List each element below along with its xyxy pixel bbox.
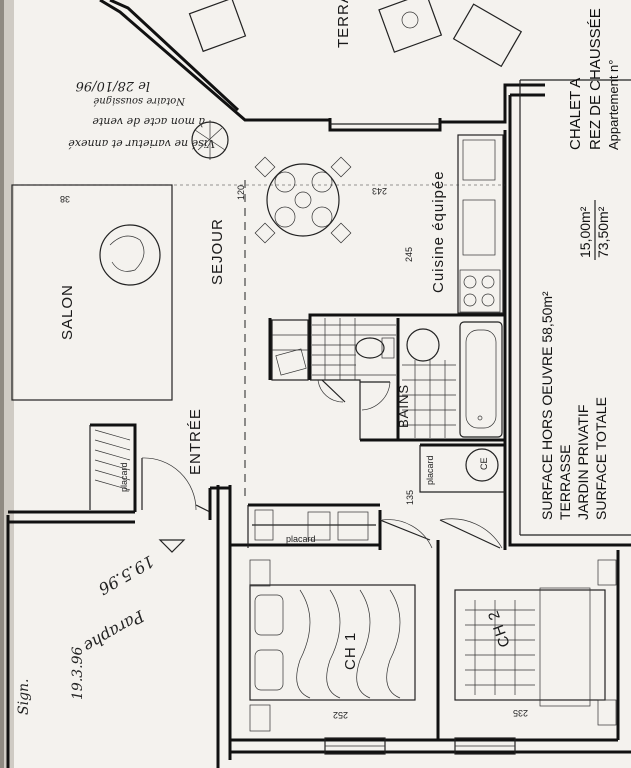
terrasse-value: 15,00m² xyxy=(577,206,593,258)
label-ce: CE xyxy=(479,457,489,470)
ch1-bed xyxy=(249,559,416,732)
room-label-entry: ENTRÉE xyxy=(187,408,204,475)
jardin-value: 73,50m² xyxy=(595,206,611,258)
note-4: Sign. xyxy=(16,679,32,716)
notary-stamp: Visé ne varietur et annexé à mon acte de… xyxy=(68,78,215,150)
binding-edge xyxy=(0,0,4,768)
entry-arrow xyxy=(158,539,186,553)
notary-line-1: Visé ne varietur et annexé xyxy=(68,137,215,150)
dim-243: 243 xyxy=(372,186,387,196)
surface-totale-label: SURFACE TOTALE xyxy=(593,397,609,520)
note-1: 19.5.96 xyxy=(95,552,157,599)
entry-placard-hatch xyxy=(94,429,131,491)
label-placard-ch1: placard xyxy=(286,534,316,544)
terrace-furniture xyxy=(188,0,523,68)
jardin-label: JARDIN PRIVATIF xyxy=(575,405,591,520)
bottom-windows xyxy=(324,737,516,755)
corner-plant xyxy=(191,120,229,160)
title-line-2: REZ DE CHAUSSÉE xyxy=(587,8,604,150)
note-2: Paraphe xyxy=(80,606,148,656)
room-label-salon: SALON xyxy=(59,284,76,340)
notary-date: le 28/10/96 xyxy=(76,78,150,93)
kitchen-counter xyxy=(457,134,504,314)
label-placard-bath: placard xyxy=(425,455,435,485)
salon-rug xyxy=(11,184,173,401)
interior-walls xyxy=(89,180,505,740)
dim-252: 252 xyxy=(333,710,348,720)
dining-table xyxy=(254,156,352,244)
outer-walls xyxy=(6,0,631,768)
room-label-ch2: CH 2 xyxy=(485,608,514,650)
dim-235: 235 xyxy=(513,708,528,718)
dim-135: 135 xyxy=(405,490,415,505)
title-line-3: Appartement n° xyxy=(606,60,621,150)
title-line-1: CHALET A xyxy=(567,78,584,150)
dim-245: 245 xyxy=(404,247,414,262)
bath-fixtures xyxy=(312,318,503,482)
room-label-sejour: SEJOUR xyxy=(209,218,226,285)
sejour-cabinet xyxy=(271,319,309,381)
dim-120: 120 xyxy=(236,185,246,200)
ch1-placard xyxy=(252,509,376,541)
room-label-ch1: CH 1 xyxy=(342,632,359,670)
info-panel: CHALET A REZ DE CHAUSSÉE Appartement n° … xyxy=(519,8,631,536)
notary-line-2: à mon acte de vente xyxy=(92,115,205,128)
terrasse-label: TERRASSE xyxy=(557,445,573,520)
handwritten-notes: 19.5.96 Paraphe 19.3.96 Sign. xyxy=(16,552,158,715)
ch2-bed xyxy=(454,559,617,726)
dim-38: 38 xyxy=(60,194,70,204)
room-label-bath: BAINS xyxy=(396,384,411,428)
surface-hors-oeuvre: SURFACE HORS OEUVRE 58,50m² xyxy=(539,291,555,520)
room-label-terrace: TERRA xyxy=(335,0,352,48)
note-3: 19.3.96 xyxy=(70,646,86,700)
room-label-kitchen: Cuisine équipée xyxy=(430,170,447,293)
notary-line-3: Notaire soussigné xyxy=(93,95,186,106)
label-placard-entry: placard xyxy=(119,462,129,492)
